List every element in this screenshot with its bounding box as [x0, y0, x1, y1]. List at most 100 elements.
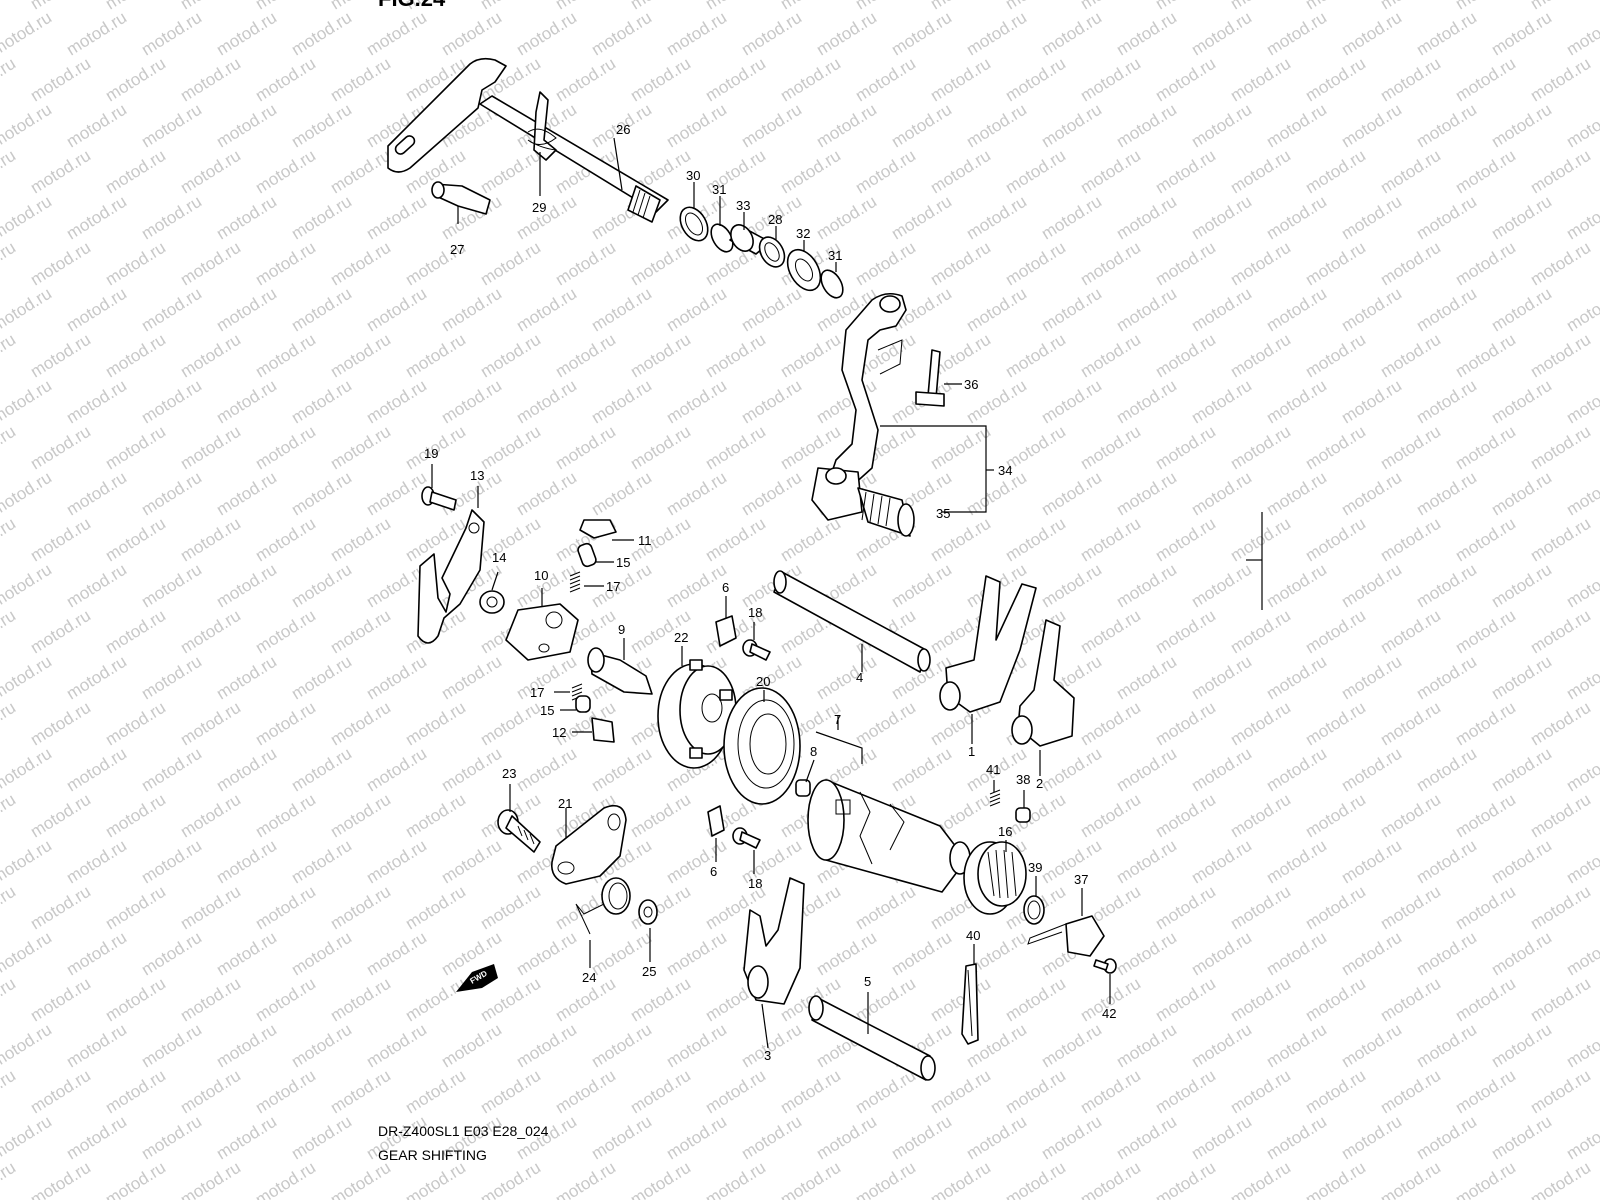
return-spring: [527, 91, 557, 161]
watermark-text: motod.ru: [1152, 606, 1219, 658]
watermark-text: motod.ru: [1113, 928, 1180, 980]
watermark-text: motod.ru: [177, 974, 244, 1026]
watermark-text: motod.ru: [1038, 468, 1105, 520]
watermark-text: motod.ru: [1188, 1112, 1255, 1164]
watermark-text: motod.ru: [663, 376, 730, 428]
watermark-text: motod.ru: [1077, 698, 1144, 750]
watermark-text: motod.ru: [0, 836, 55, 888]
watermark-text: motod.ru: [1002, 1066, 1069, 1118]
watermark-text: motod.ru: [213, 468, 280, 520]
callout-25: 25: [642, 964, 656, 979]
watermark-text: motod.ru: [552, 1158, 619, 1200]
watermark-text: motod.ru: [663, 100, 730, 152]
callout-31-upper: 31: [712, 182, 726, 197]
watermark-text: motod.ru: [63, 8, 130, 60]
watermark-text: motod.ru: [588, 468, 655, 520]
watermark-text: motod.ru: [213, 8, 280, 60]
watermark-text: motod.ru: [0, 284, 55, 336]
watermark-text: motod.ru: [963, 1112, 1030, 1164]
watermark-text: motod.ru: [777, 146, 844, 198]
gear-position-switch-37: [1027, 915, 1117, 974]
watermark-text: motod.ru: [102, 238, 169, 290]
bearing-20: [723, 687, 801, 805]
pin-8: [795, 779, 811, 797]
gearshift-lever: [811, 292, 945, 537]
watermark-text: motod.ru: [1188, 836, 1255, 888]
watermark-text: motod.ru: [252, 238, 319, 290]
callout-17-lower: 17: [530, 685, 544, 700]
watermark-text: motod.ru: [1263, 652, 1330, 704]
watermark-text: motod.ru: [1452, 790, 1519, 842]
watermark-text: motod.ru: [1377, 698, 1444, 750]
watermark-text: motod.ru: [102, 698, 169, 750]
watermark-text: motod.ru: [1113, 284, 1180, 336]
watermark-text: motod.ru: [1452, 330, 1519, 382]
callout-11: 11: [638, 533, 652, 548]
watermark-text: motod.ru: [1113, 468, 1180, 520]
watermark-text: motod.ru: [1227, 698, 1294, 750]
watermark-text: motod.ru: [0, 146, 19, 198]
watermark-text: motod.ru: [63, 744, 130, 796]
watermark-text: motod.ru: [1263, 1020, 1330, 1072]
callout-27: 27: [450, 242, 464, 257]
watermark-text: motod.ru: [1188, 1020, 1255, 1072]
callout-2: 2: [1036, 776, 1043, 791]
watermark-text: motod.ru: [1563, 284, 1600, 336]
watermark-text: motod.ru: [363, 836, 430, 888]
watermark-text: motod.ru: [1527, 54, 1594, 106]
watermark-text: motod.ru: [177, 514, 244, 566]
watermark-text: motod.ru: [27, 790, 94, 842]
watermark-text: motod.ru: [177, 330, 244, 382]
watermark-text: motod.ru: [927, 0, 994, 13]
watermark-text: motod.ru: [1188, 468, 1255, 520]
callout-38: 38: [1016, 772, 1030, 787]
callout-41: 41: [986, 762, 1000, 777]
watermark-text: motod.ru: [1077, 1158, 1144, 1200]
washer-14: [479, 590, 505, 614]
watermark-text: motod.ru: [1038, 192, 1105, 244]
watermark-text: motod.ru: [552, 330, 619, 382]
watermark-text: motod.ru: [1077, 238, 1144, 290]
watermark-text: motod.ru: [663, 468, 730, 520]
watermark-text: motod.ru: [1263, 836, 1330, 888]
watermark-text: motod.ru: [327, 146, 394, 198]
watermark-text: motod.ru: [1152, 1066, 1219, 1118]
watermark-text: motod.ru: [1527, 1158, 1594, 1200]
washer-25: [638, 899, 658, 925]
watermark-text: motod.ru: [1377, 790, 1444, 842]
watermark-text: motod.ru: [27, 1158, 94, 1200]
watermark-text: motod.ru: [477, 0, 544, 13]
watermark-text: motod.ru: [1413, 376, 1480, 428]
watermark-text: motod.ru: [1227, 882, 1294, 934]
watermark-text: motod.ru: [438, 652, 505, 704]
watermark-text: motod.ru: [1527, 790, 1594, 842]
watermark-text: motod.ru: [777, 1066, 844, 1118]
watermark-text: motod.ru: [1377, 1158, 1444, 1200]
watermark-text: motod.ru: [102, 1158, 169, 1200]
watermark-text: motod.ru: [327, 238, 394, 290]
watermark-text: motod.ru: [0, 468, 55, 520]
watermark-text: motod.ru: [252, 330, 319, 382]
callout-24: 24: [582, 970, 596, 985]
watermark-text: motod.ru: [402, 790, 469, 842]
bolt-23: [497, 809, 541, 853]
watermark-text: motod.ru: [963, 100, 1030, 152]
watermark-text: motod.ru: [252, 974, 319, 1026]
cam-plate-6a-bolt-18a: [715, 615, 771, 661]
watermark-text: motod.ru: [552, 422, 619, 474]
watermark-text: motod.ru: [1488, 652, 1555, 704]
watermark-text: motod.ru: [438, 284, 505, 336]
watermark-text: motod.ru: [927, 1158, 994, 1200]
watermark-text: motod.ru: [1227, 1158, 1294, 1200]
watermark-text: motod.ru: [1227, 54, 1294, 106]
watermark-text: motod.ru: [252, 1158, 319, 1200]
watermark-text: motod.ru: [1002, 54, 1069, 106]
watermark-text: motod.ru: [1077, 1066, 1144, 1118]
watermark-text: motod.ru: [0, 560, 55, 612]
watermark-text: motod.ru: [927, 1066, 994, 1118]
watermark-text: motod.ru: [702, 514, 769, 566]
watermark-text: motod.ru: [477, 1158, 544, 1200]
watermark-text: motod.ru: [738, 468, 805, 520]
watermark-text: motod.ru: [588, 376, 655, 428]
spring-41-pin-38: [989, 789, 1031, 823]
